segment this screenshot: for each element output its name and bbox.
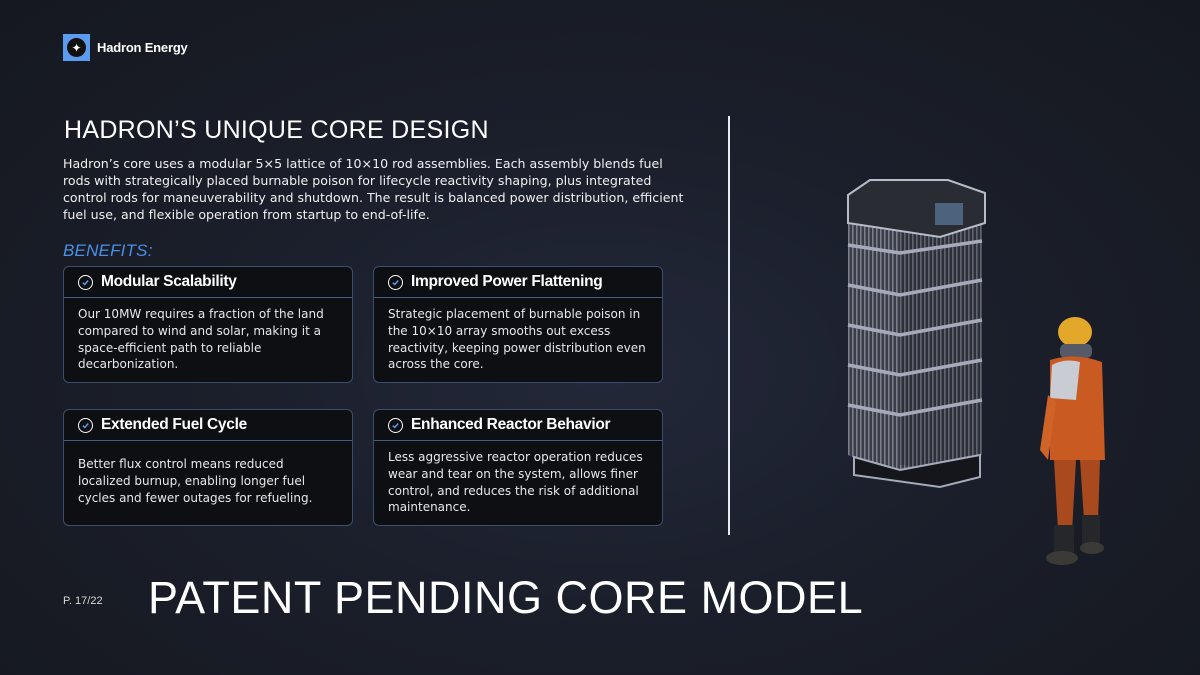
sparkle-star-icon: ✦ [63,34,90,61]
benefits-label: BENEFITS: [63,241,153,260]
benefit-card-modular-scalability: Modular Scalability Our 10MW requires a … [63,266,353,383]
card-title: Modular Scalability [101,273,237,290]
card-header: Enhanced Reactor Behavior [374,410,662,441]
card-header: Improved Power Flattening [374,267,662,298]
check-circle-icon [388,274,403,290]
card-body: Better flux control means reduced locali… [78,457,313,505]
card-title: Enhanced Reactor Behavior [411,416,611,433]
brand-name: Hadron Energy [97,40,188,55]
card-body: Strategic placement of burnable poison i… [388,307,646,372]
reactor-core-illustration [847,179,986,489]
worker-figure-illustration [1040,317,1105,565]
card-header: Extended Fuel Cycle [64,410,352,441]
footer-title: PATENT PENDING CORE MODEL [148,572,864,623]
intro-paragraph: Hadron’s core uses a modular 5×5 lattice… [63,156,684,222]
benefit-card-extended-fuel-cycle: Extended Fuel Cycle Better flux control … [63,409,353,526]
check-circle-icon [78,274,93,290]
card-header: Modular Scalability [64,267,352,298]
card-body: Our 10MW requires a fraction of the land… [78,307,324,372]
page-number: P. 17/22 [63,595,103,607]
card-title: Improved Power Flattening [411,273,603,290]
page-title: HADRON’S UNIQUE CORE DESIGN [64,116,489,144]
check-circle-icon [78,417,93,433]
brand-logo: ✦ Hadron Energy [63,34,188,61]
card-body: Less aggressive reactor operation reduce… [388,450,643,515]
vertical-divider [728,116,730,535]
benefit-card-power-flattening: Improved Power Flattening Strategic plac… [373,266,663,383]
benefit-card-reactor-behavior: Enhanced Reactor Behavior Less aggressiv… [373,409,663,526]
check-circle-icon [388,417,403,433]
card-title: Extended Fuel Cycle [101,416,247,433]
